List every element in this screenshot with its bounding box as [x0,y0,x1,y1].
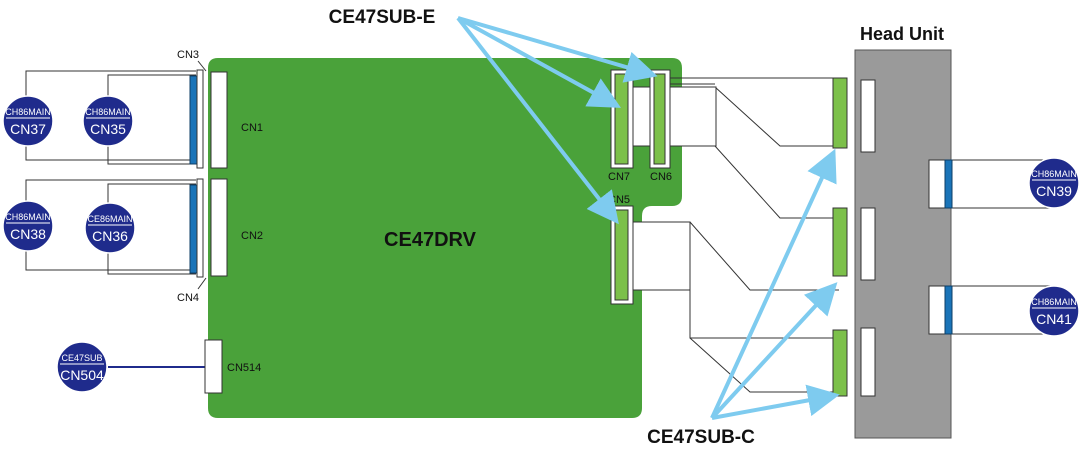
connector-cn2 [210,178,228,277]
head-unit-port-right-1 [928,159,946,209]
connector-cn7 [614,73,629,165]
label-cn3: CN3 [177,49,199,61]
svg-text:CN504: CN504 [60,367,104,383]
label-cn514: CN514 [227,362,261,374]
svg-text:CN41: CN41 [1036,311,1072,327]
badge-cn39: CH86MAIN CN39 [1028,157,1080,209]
connector-cn514 [204,339,223,394]
label-cn7: CN7 [608,171,630,183]
head-unit-slot-3 [860,327,876,397]
svg-text:CH86MAIN: CH86MAIN [85,107,131,117]
svg-text:CE86MAIN: CE86MAIN [87,214,132,224]
svg-text:CH86MAIN: CH86MAIN [5,212,51,222]
svg-text:CH86MAIN: CH86MAIN [1031,169,1077,179]
blue-connector-cn2 [189,184,198,274]
label-cn5: CN5 [608,194,630,206]
svg-text:CN37: CN37 [10,121,46,137]
callout-sub-c: CE47SUB-C [647,427,755,448]
board-label: CE47DRV [384,229,477,251]
badge-cn35: CH86MAIN CN35 [82,95,134,147]
blue-connector-cn39 [944,159,953,209]
label-cn6: CN6 [650,171,672,183]
blue-connector-cn41 [944,285,953,335]
head-unit-slot-2 [860,207,876,281]
svg-text:CN35: CN35 [90,121,126,137]
sub-connector-1 [832,77,848,149]
callout-arrows-sub-e [456,16,658,225]
connector-cn6 [653,73,666,165]
sub-connector-2 [832,207,848,277]
badge-cn37: CH86MAIN CN37 [2,95,54,147]
cable-cn5-bottom [689,337,839,393]
callout-sub-e: CE47SUB-E [329,7,436,28]
svg-text:CH86MAIN: CH86MAIN [1031,297,1077,307]
connector-cn5 [614,209,629,301]
head-unit-label: Head Unit [860,24,944,44]
label-cn4: CN4 [177,292,199,304]
svg-text:CE47SUB: CE47SUB [61,353,102,363]
sub-connector-3 [832,329,848,397]
leader-cn3 [197,60,207,72]
cable-body-cn5 [623,221,691,291]
cable-end-cn1 [196,69,204,169]
svg-text:CN39: CN39 [1036,183,1072,199]
badge-cn41: CH86MAIN CN41 [1028,285,1080,337]
badge-cn36: CE86MAIN CN36 [84,202,136,254]
head-unit-slot-1 [860,79,876,153]
label-cn1: CN1 [241,122,263,134]
ce47drv-board [208,58,682,418]
badge-cn38: CH86MAIN CN38 [2,200,54,252]
cable-end-cn2 [196,178,204,278]
svg-text:CN38: CN38 [10,226,46,242]
blue-connector-cn1 [189,75,198,165]
connector-cn1 [210,71,228,169]
svg-text:CH86MAIN: CH86MAIN [5,107,51,117]
svg-text:CN36: CN36 [92,228,128,244]
badge-cn504: CE47SUB CN504 [56,341,108,393]
leader-cn4 [197,277,207,290]
callout-arrows-sub-c [710,148,840,420]
head-unit-port-right-2 [928,285,946,335]
label-cn2: CN2 [241,230,263,242]
